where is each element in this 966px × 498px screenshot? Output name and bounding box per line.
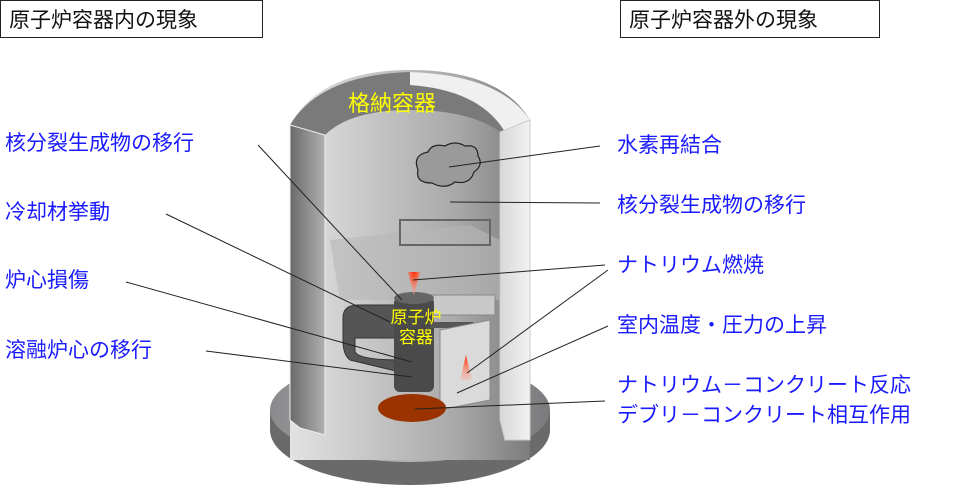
left-label-core-damage: 炉心損傷 bbox=[5, 268, 89, 292]
right-label-temperature-pressure-rise: 室内温度・圧力の上昇 bbox=[617, 313, 827, 337]
flame-icon bbox=[408, 272, 420, 296]
flame-icon bbox=[460, 355, 472, 380]
left-label-fission-product-transport: 核分裂生成物の移行 bbox=[5, 131, 194, 155]
reactor-vessel-label-line1: 原子炉 bbox=[390, 308, 442, 328]
containment-label: 格納容器 bbox=[348, 92, 437, 117]
right-label-sodium-concrete-reaction: ナトリウム－コンクリート反応 bbox=[617, 373, 911, 397]
right-label-fission-product-transport: 核分裂生成物の移行 bbox=[617, 193, 806, 217]
molten-core-pool bbox=[378, 394, 446, 422]
right-label-debris-concrete-interaction: デブリ－コンクリート相互作用 bbox=[617, 403, 911, 427]
hydrogen-cloud bbox=[415, 142, 481, 187]
right-label-hydrogen-recombination: 水素再結合 bbox=[617, 133, 722, 157]
reactor-vessel-label: 原子炉 容器 bbox=[384, 308, 448, 348]
right-label-sodium-fire: ナトリウム燃焼 bbox=[617, 253, 764, 277]
left-label-coolant-behavior: 冷却材挙動 bbox=[5, 200, 110, 224]
inside-phenomena-header: 原子炉容器内の現象 bbox=[0, 0, 263, 38]
outside-phenomena-header: 原子炉容器外の現象 bbox=[620, 0, 880, 38]
reactor-vessel-label-line2: 容器 bbox=[399, 328, 433, 348]
left-label-molten-core-relocation: 溶融炉心の移行 bbox=[5, 338, 152, 362]
leader-lines bbox=[125, 144, 609, 410]
